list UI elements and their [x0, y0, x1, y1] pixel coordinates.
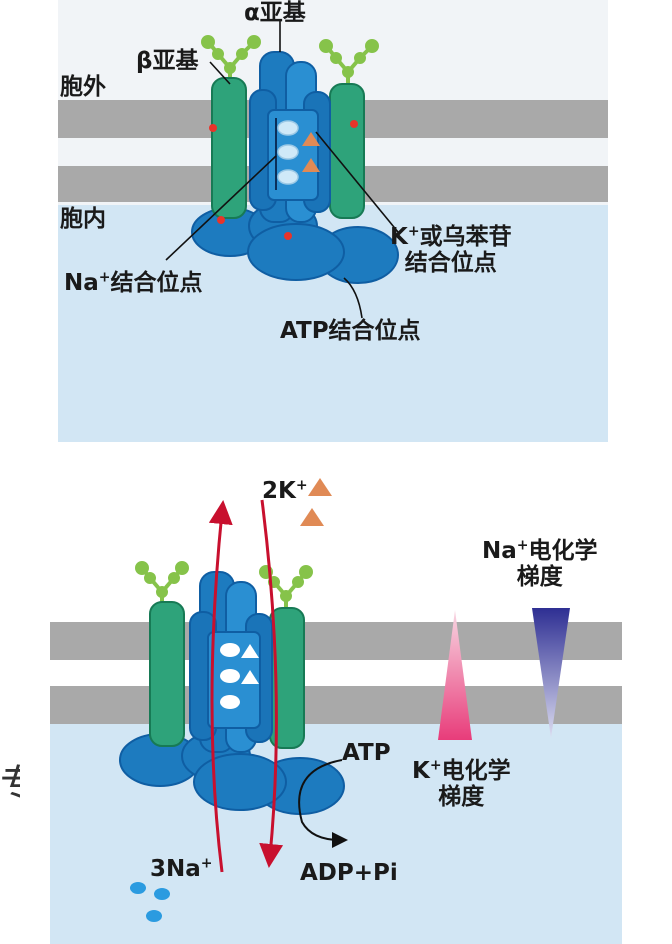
na-gradient-triangle: [532, 608, 570, 738]
membrane-outer-leaflet-b: [50, 622, 622, 660]
k-import-arrow: [259, 499, 284, 868]
k-binding-sites: [302, 132, 320, 172]
na-binding-site-label: Na+结合位点: [64, 269, 203, 296]
na-ions: [130, 882, 170, 922]
beta-subunit-label: β亚基: [136, 48, 199, 74]
panel-b: 2K+ Na+电化学梯度 K+电化学梯度 ATP ADP+Pi 3Na+: [50, 460, 622, 944]
glycan-right: [319, 39, 379, 86]
atp-binding-site-label: ATP结合位点: [280, 318, 421, 344]
intracellular-label: 胞内: [60, 206, 106, 232]
beta-subunit-right: [329, 83, 365, 219]
leader-lines: [165, 20, 399, 319]
empty-binding-sites: [220, 643, 259, 709]
beta-subunit-left: [211, 77, 247, 219]
marker-dots: [209, 120, 358, 240]
na-gradient-label: Na+电化学梯度: [482, 537, 598, 591]
k-ions-label: 2K+: [262, 477, 308, 504]
side-glyph: 专: [0, 762, 20, 808]
panel-a: α亚基 β亚基 胞外 胞内 Na+结合位点 K+或乌苯苷结合位点 ATP结合位点…: [58, 0, 608, 442]
beta-subunit-left-b: [149, 601, 185, 747]
membrane-inner-leaflet-b: [50, 686, 622, 724]
glycan-left-b: [135, 561, 189, 606]
alpha-subunit-b: [189, 571, 273, 753]
k-ions: [300, 478, 332, 526]
adp-pi-label: ADP+Pi: [300, 860, 398, 886]
cytoplasmic-domain: [191, 201, 399, 284]
atp-hydrolysis-arrow: [298, 759, 348, 848]
pump-diagram-a: [165, 20, 399, 319]
extracellular-label: 胞外: [60, 74, 106, 100]
extracellular-region-b: [50, 460, 622, 722]
k-binding-site-label: K+或乌苯苷结合位点: [390, 223, 512, 277]
alpha-subunit-label: α亚基: [244, 0, 306, 26]
na-binding-sites: [277, 120, 299, 185]
na-export-arrow: [208, 500, 233, 873]
atp-label: ATP: [342, 740, 391, 766]
k-gradient-triangle: [438, 610, 472, 740]
na-ions-label: 3Na+: [150, 855, 213, 882]
k-gradient-label: K+电化学梯度: [412, 757, 511, 811]
alpha-subunit: [249, 51, 331, 223]
pump-diagram-b: [119, 478, 570, 922]
glycan-left: [201, 35, 261, 82]
